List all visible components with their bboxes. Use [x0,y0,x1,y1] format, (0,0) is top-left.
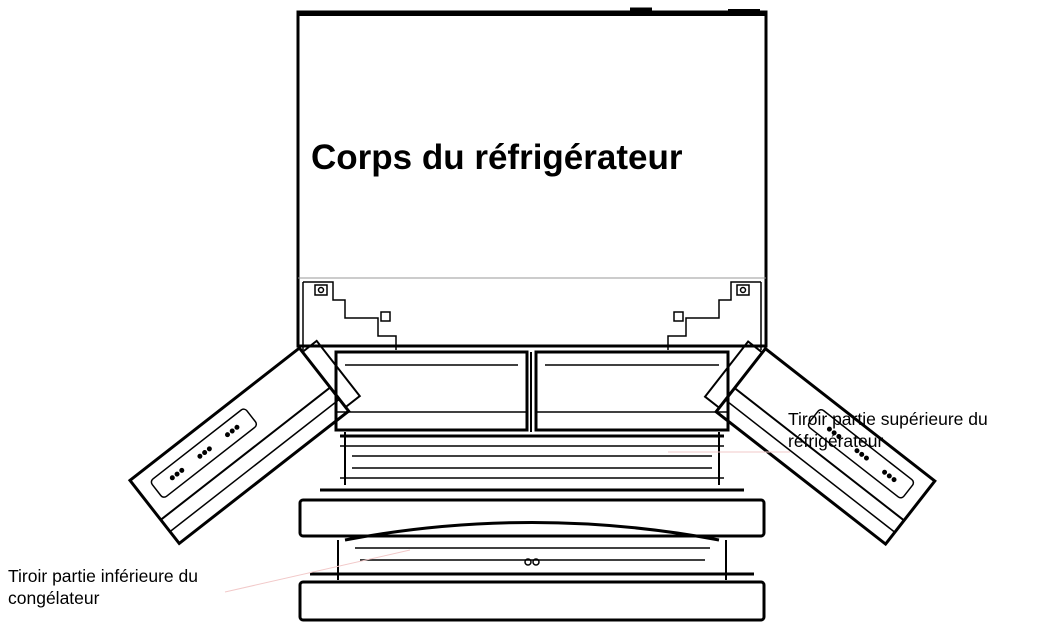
upper-drawer-label-line-1: Tiroir partie supérieure du [788,409,988,429]
drawer-rails [320,432,744,492]
hinge-right [667,281,762,350]
freezer-drawer-basket [310,521,754,580]
lower-drawer-front [298,580,766,622]
refrigerator-body [296,7,768,348]
lower-drawer-leader-line [224,549,411,593]
upper-drawer-label: Tiroir partie supérieure du réfrigérateu… [788,408,988,452]
upper-crisper-drawers [334,350,730,432]
lower-drawer-label-line-1: Tiroir partie inférieure du [8,566,198,586]
left-door-open [127,339,362,546]
lower-drawer-label-line-2: congélateur [8,588,100,608]
hinge-left [302,281,397,350]
upper-drawer-label-line-2: réfrigérateur [788,431,884,451]
freezer-drawer-front [298,498,766,538]
lower-drawer-label: Tiroir partie inférieure du congélateur [8,565,198,609]
right-door-open [703,340,937,547]
diagram-title: Corps du réfrigérateur [311,138,683,177]
